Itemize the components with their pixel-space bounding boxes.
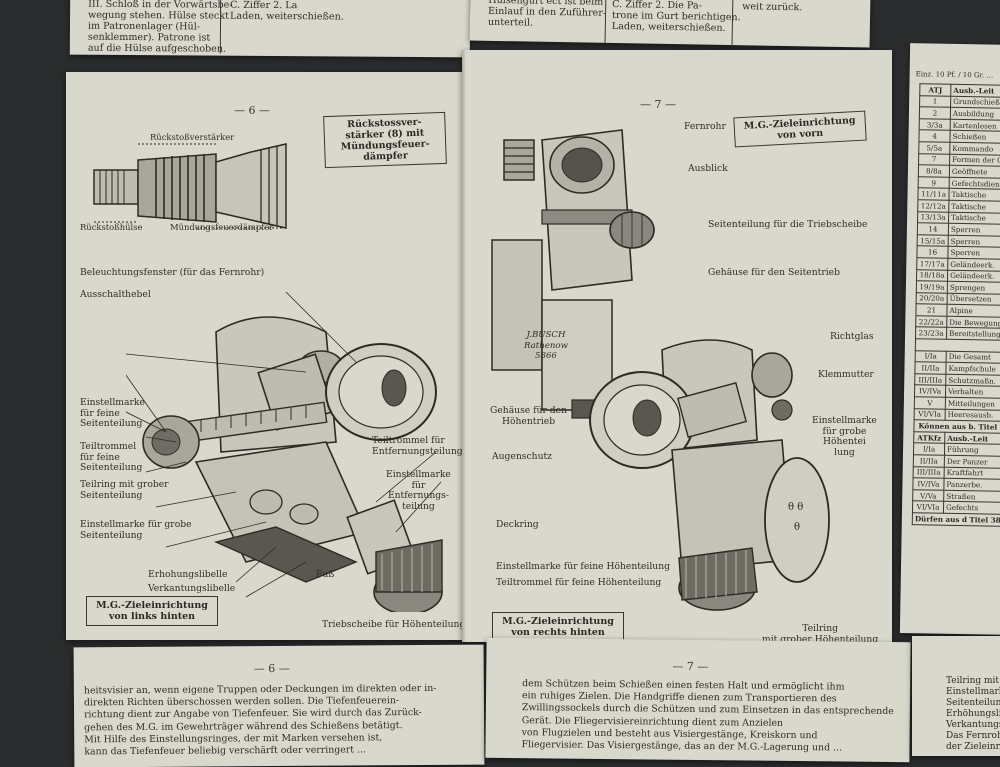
label-maker: J.BUSCH Rathenow 5866 (524, 330, 568, 361)
bottom-page-right: Teilring mit Einstellmarke Seitenteilung… (912, 636, 1000, 756)
page-fold (462, 50, 466, 642)
label-fernrohr: Fernrohr (684, 121, 726, 132)
label-rueckstossverstaerker: Rückstoßverstärker (150, 132, 235, 142)
table-cell-id: 8/8a (918, 164, 950, 178)
list-heading: Einz. 10 Pf. / 10 Gr. ... (915, 70, 994, 80)
bottom-text-left: heitsvisier an, wenn eigene Truppen oder… (83, 682, 437, 758)
table-cell-id: III/IIIa (913, 466, 945, 479)
table-cell-id: 2 (919, 106, 951, 120)
label-gehaeuse-hoehentrieb: Gehäuse für den Höhentrieb (490, 405, 568, 427)
sight-right-rear-drawing: θ θ θ (589, 339, 830, 611)
label-fuss: Fuß (316, 569, 335, 580)
label-muendungsfeuerdaempfer: Mündungsfeuerdämpfer (170, 222, 274, 232)
table-cell-id: I/Ia (915, 350, 947, 363)
label-verkantungslibelle: Verkantungslibelle (148, 583, 236, 594)
page-number: — 6 — (253, 661, 290, 676)
table-cell-id: IV/IVa (914, 385, 946, 398)
label-augenschutz: Augenschutz (492, 451, 553, 462)
table-cell-id: VI/VIa (912, 501, 944, 514)
svg-text:θ θ: θ θ (788, 502, 803, 513)
label-einstellmarke-feine-hoehe: Einstellmarke für feine Höhenteilung (496, 561, 671, 572)
sight-left-rear-drawing (126, 292, 443, 612)
table-cell-id: 1 (919, 95, 951, 108)
table-cell-id: 9 (918, 176, 950, 189)
table-cell-id: 17/17a (916, 257, 948, 270)
label-deckring: Deckring (496, 519, 539, 530)
table-cell-id: 21 (915, 304, 948, 317)
bottom-page-6: — 6 — heitsvisier an, wenn eigene Truppe… (73, 644, 485, 767)
table-cell-id: ATKfz (913, 431, 945, 444)
page-7-diagram: — 7 — M.G.-Zieleinrichtung von vorn J.BU… (462, 50, 892, 642)
label-beleuchtungsfenster: Beleuchtungsfenster (für das Fernrohr) (80, 267, 265, 278)
table-cell-id: III/IIIa (914, 373, 946, 386)
label-klemmutter: Klemmutter (818, 369, 874, 380)
page-number: — 6 — (234, 104, 270, 117)
table-cell-id: 13/13a (917, 211, 949, 224)
page-6-diagram: — 6 — Rückstossver- stärker (8) mit Münd… (66, 72, 462, 640)
boxed-title-rueckstoss: Rückstossver- stärker (8) mit Mündungsfe… (323, 111, 447, 169)
bottom-text-middle: dem Schützen beim Schießen einen festen … (521, 678, 894, 754)
boxed-title-von-vorn: M.G.-Zieleinrichtung von vorn (733, 110, 867, 148)
table-cell-id: 20/20a (916, 292, 948, 305)
page-number: — 7 — (640, 98, 676, 111)
top-text-col5: weit zurück. (742, 1, 803, 14)
top-text-col3: Hülsengurt ect ist beim Einlauf in den Z… (487, 0, 607, 29)
column-rule (604, 0, 607, 43)
label-seitenteilung-trieb: Seitenteilung für die Triebscheibe (708, 219, 868, 230)
table-cell-id: 12/12a (917, 199, 949, 212)
top-page-strip-2: Hülsengurt ect ist beim Einlauf in den Z… (469, 0, 871, 48)
table-cell-id: 4 (918, 130, 951, 143)
label-erhohungslibelle: Erhohungslibelle (148, 569, 228, 580)
table-cell-id: II/IIa (913, 454, 945, 467)
label-teilring-grobe: Teilring mit grober Seitenteilung (80, 479, 169, 501)
top-text-col4: C. Ziffer 2. Die Pa- trone im Gurt beric… (611, 0, 741, 34)
label-teiltrommel-feine: Teiltrommel für feine Seitenteilung (80, 441, 143, 473)
label-richtglas: Richtglas (830, 331, 874, 342)
table-cell-id: VI/VIa (914, 408, 946, 421)
table-cell-id: 18/18a (916, 269, 948, 282)
bottom-text-right: Teilring mit Einstellmarke Seitenteilung… (946, 676, 1000, 752)
table-cell-id: 5/5a (918, 141, 950, 154)
label-einstellmarke-entfernung: Einstellmarke für Entfernungs- teilung (386, 469, 451, 512)
bottom-page-7: — 7 — dem Schützen beim Schießen einen f… (485, 637, 911, 763)
svg-text:θ: θ (794, 522, 800, 533)
table-cell-id: V/Va (912, 489, 944, 502)
table-cell-id: 23/23a (915, 327, 947, 340)
table-note-row: Dürfen aus d Titel 38 zugewiesen mitteln… (912, 512, 1000, 530)
table-cell-id: 19/19a (916, 280, 948, 293)
label-gehaeuse-seitentrieb: Gehäuse für den Seitentrieb (708, 267, 841, 278)
label-teiltrommel-entfernung: Teiltrommel für Entfernungsteilung (372, 435, 462, 457)
top-page-strip: III. Schloß in der Vorwärtsbe- wegung st… (69, 0, 471, 58)
table-cell-id: ATJ (919, 83, 951, 96)
label-triebscheibe: Triebscheibe für Höhenteilung (322, 619, 462, 630)
label-einstellmarke-feine: Einstellmarke für feine Seitenteilung (80, 397, 145, 429)
table-cell-id: 14 (917, 222, 949, 235)
top-text-left: III. Schloß in der Vorwärtsbe- wegung st… (87, 0, 233, 55)
label-teiltrommel-feine-hoehe: Teiltrommel für feine Höhenteilung (496, 577, 662, 588)
table-cell-id: V (914, 396, 946, 409)
top-text-col2: C. Ziffer 2. La Laden, weiterschießen. (230, 0, 344, 23)
table-cell-id: 3/3a (919, 118, 951, 131)
table-cell-id: 15/15a (917, 234, 949, 247)
label-ausschalthebel: Ausschalthebel (80, 289, 151, 300)
table-section: Dürfen aus d Titel 38 zugewiesen mitteln… (912, 512, 1000, 530)
label-ausblick: Ausblick (688, 163, 728, 174)
label-teilring-grobe-hoehe: Teilring mit grober Höhenteilung (762, 623, 879, 642)
label-rueckstosshuelse: Rückstoßhülse (80, 222, 143, 232)
table-cell-id: IV/IVa (912, 477, 945, 491)
table-cell-id: 11/11a (917, 188, 950, 201)
table-cell-id: II/IIa (914, 361, 947, 375)
muzzle-booster-drawing (93, 143, 287, 229)
table-cell-id: 16 (916, 246, 949, 259)
table-cell-id: I/Ia (913, 443, 945, 456)
table-cell-id: 22/22a (915, 315, 947, 328)
table-cell-id: 7 (918, 153, 950, 166)
caption-links-hinten: M.G.-Zieleinrichtung von links hinten (86, 596, 218, 626)
label-einstellmarke-grobe: Einstellmarke für grobe Seitenteilung (80, 519, 192, 541)
page-number: — 7 — (672, 659, 709, 674)
sight-front-drawing (491, 129, 655, 419)
label-einstellmarke-hoehe: Einstellmarke für grobe Höhentei lung (812, 415, 877, 458)
